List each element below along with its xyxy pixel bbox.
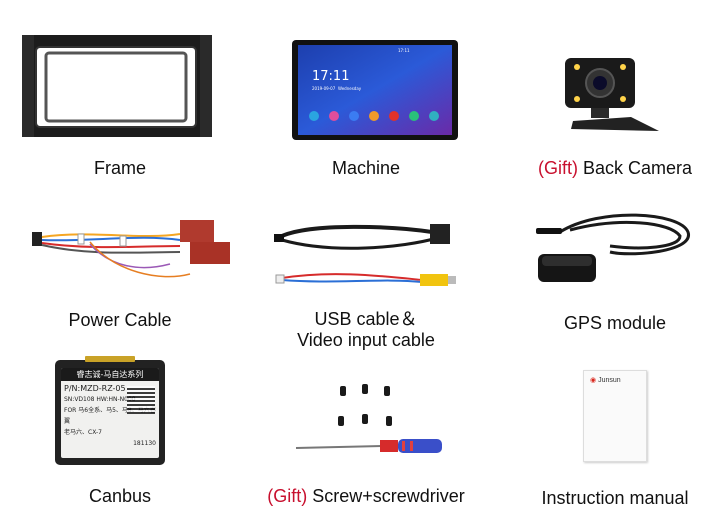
item-name-line2: Video input cable bbox=[297, 330, 435, 350]
screws bbox=[338, 384, 392, 426]
manual-logo-icon: ◉ bbox=[590, 377, 597, 384]
item-label-gps-module: GPS module bbox=[495, 312, 720, 334]
item-name: Canbus bbox=[88, 486, 152, 506]
item-name: Frame bbox=[93, 158, 146, 178]
item-name: USB cable＆ bbox=[314, 309, 418, 329]
back-camera-image bbox=[565, 58, 659, 131]
machine-clock: 17:11 bbox=[312, 69, 349, 84]
manual-brand: ◉ Junsun bbox=[590, 376, 621, 384]
item-name: Screw+screwdriver bbox=[312, 486, 465, 506]
power-cable-image bbox=[32, 220, 230, 278]
canbus-brand: 睿志诚-马自达系列 bbox=[61, 368, 159, 381]
item-name: Machine bbox=[331, 158, 401, 178]
canbus-image: 睿志诚-马自达系列 P/N:MZD-RZ-05 SN:VD108 HW:HN-N… bbox=[55, 356, 165, 465]
item-label-back-camera: (Gift) Back Camera bbox=[495, 157, 720, 179]
usb-video-cable-image bbox=[274, 224, 456, 286]
gps-module-image bbox=[536, 213, 690, 282]
qr-code-icon bbox=[127, 386, 155, 414]
item-label-power-cable: Power Cable bbox=[0, 309, 240, 331]
item-label-machine: Machine bbox=[246, 157, 486, 179]
instruction-manual-image: ◉ Junsun bbox=[583, 370, 647, 462]
manual-brand-text: Junsun bbox=[598, 377, 621, 384]
machine-date: 2019-09-07 bbox=[312, 86, 336, 91]
screw-screwdriver-image bbox=[295, 384, 442, 453]
machine-image: 17:11 2019-09-07 Wednesday 17:11 bbox=[292, 40, 458, 140]
machine-weekday: Wednesday bbox=[338, 86, 362, 91]
item-label-frame: Frame bbox=[0, 157, 240, 179]
canbus-pn: P/N:MZD-RZ-05 bbox=[64, 384, 126, 393]
machine-status-time: 17:11 bbox=[398, 48, 410, 53]
item-name: Power Cable bbox=[68, 310, 172, 330]
gift-tag: (Gift) bbox=[267, 486, 308, 506]
item-name: GPS module bbox=[563, 313, 667, 333]
gift-tag: (Gift) bbox=[537, 158, 578, 178]
item-label-usb-video-cable: USB cable＆ Video input cable bbox=[246, 309, 486, 351]
item-label-screw-screwdriver: (Gift) Screw+screwdriver bbox=[246, 485, 486, 507]
item-label-instruction-manual: Instruction manual bbox=[495, 487, 720, 509]
canbus-line2: 老马六、CX-7 bbox=[64, 429, 102, 436]
app-icons bbox=[309, 111, 439, 121]
item-label-canbus: Canbus bbox=[0, 485, 240, 507]
canbus-line: FOR 马6全系、马5、马8、马六睿翼 bbox=[64, 407, 156, 425]
canbus-code: 181130 bbox=[133, 440, 156, 447]
item-name: Back Camera bbox=[582, 158, 693, 178]
canbus-sticker: 睿志诚-马自达系列 P/N:MZD-RZ-05 SN:VD108 HW:HN-N… bbox=[61, 368, 159, 458]
canbus-sn: SN:VD108 HW:HN-N000 bbox=[64, 396, 136, 403]
item-name: Instruction manual bbox=[541, 488, 689, 508]
frame-image bbox=[22, 35, 212, 137]
